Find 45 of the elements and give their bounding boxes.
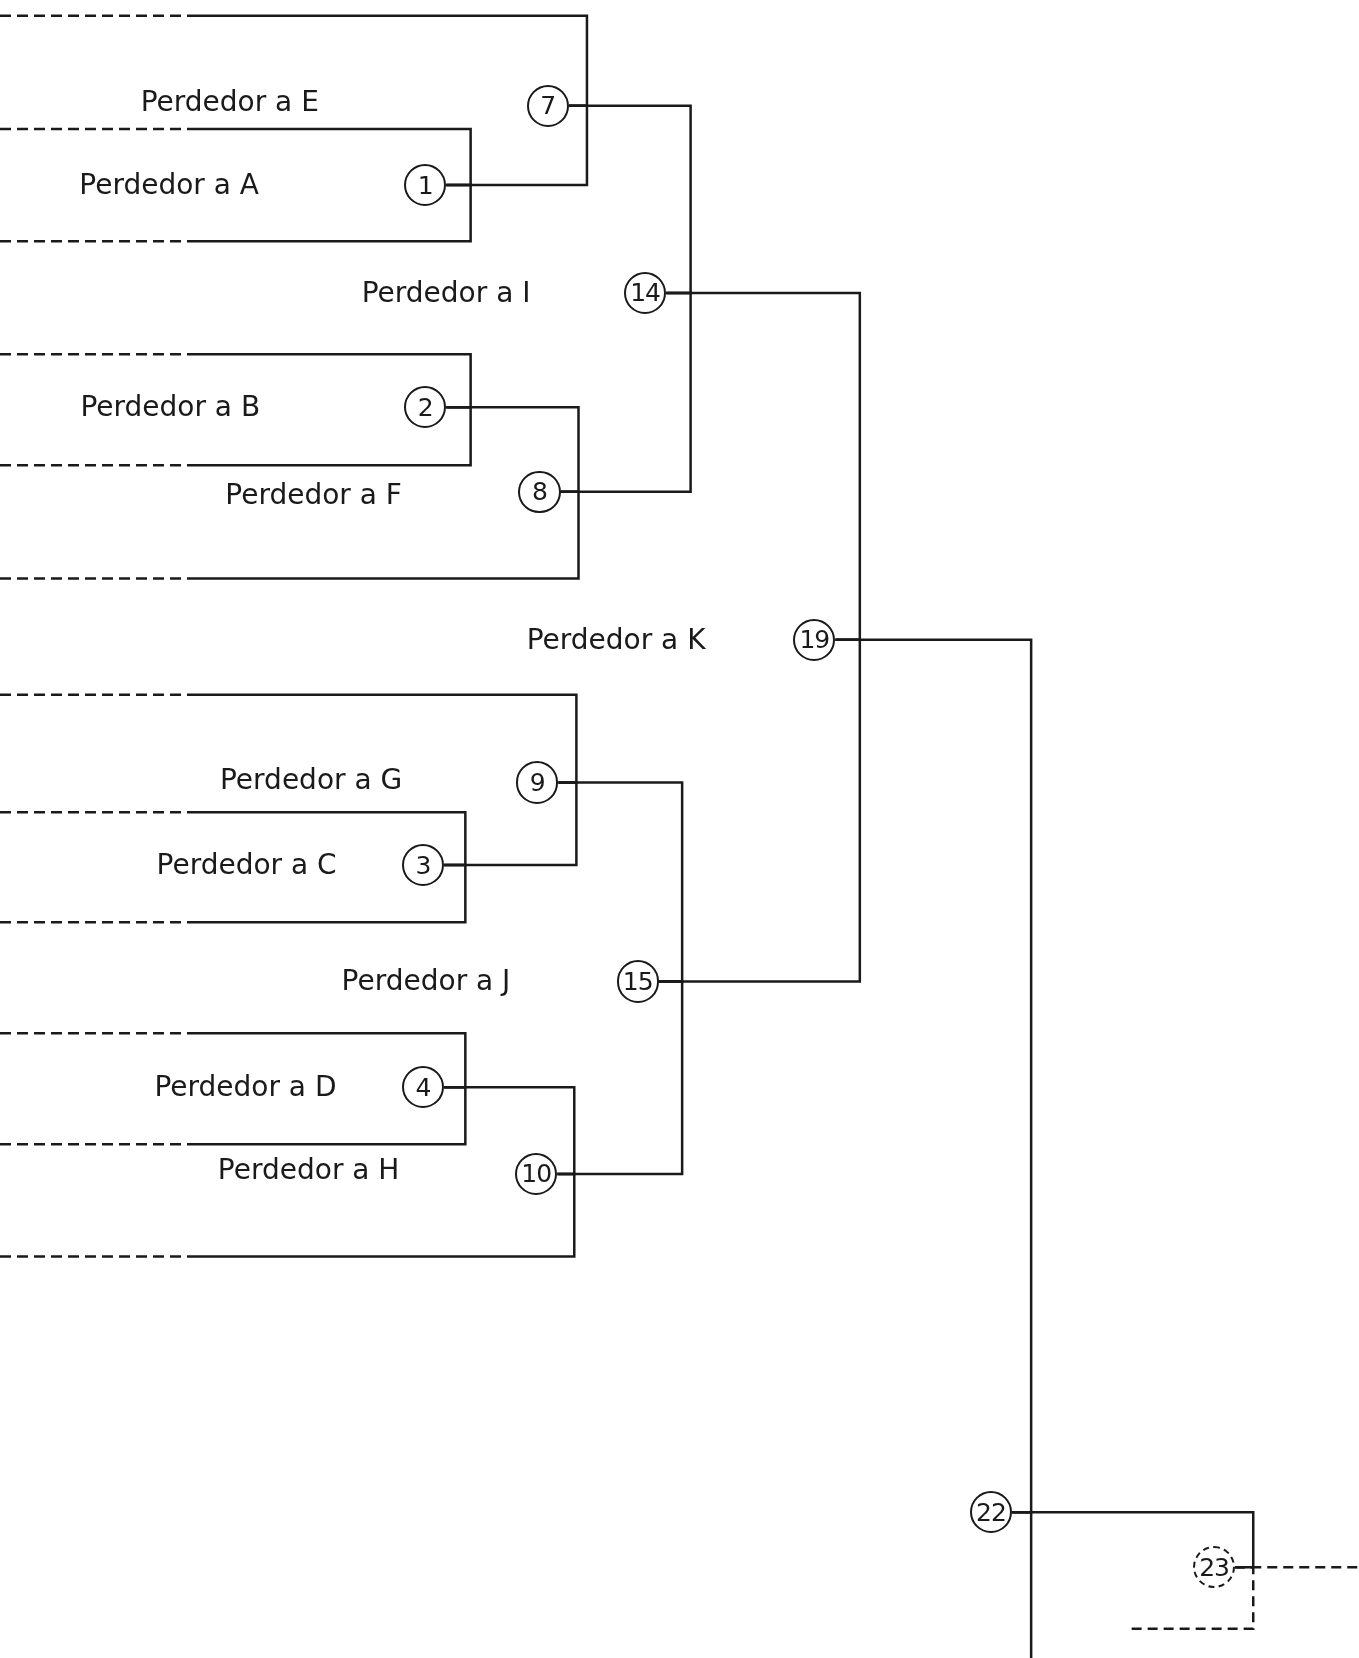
match-number: 9 [516, 761, 559, 804]
bracket-line [666, 291, 862, 642]
loser-label: Perdedor a D [154, 1070, 337, 1105]
match-number: 10 [515, 1152, 558, 1196]
bracket-line [444, 1085, 576, 1176]
bracket-line [0, 405, 472, 467]
bracket-line [558, 781, 684, 983]
loser-label: Perdedor a J [341, 964, 511, 999]
bracket-line [0, 490, 580, 580]
match-number: 19 [793, 618, 836, 661]
match-number: 15 [616, 960, 659, 1003]
loser-label: Perdedor a C [156, 848, 337, 883]
loser-label: Perdedor a F [225, 477, 402, 512]
match-number: 3 [401, 843, 445, 887]
bracket-line [0, 693, 578, 784]
loser-label: Perdedor a G [219, 763, 403, 798]
match-number: 14 [623, 271, 667, 315]
bracket-line [0, 14, 589, 107]
match-number: 1 [404, 163, 447, 207]
bracket-line [835, 638, 1033, 1514]
bracket-line [1131, 1566, 1255, 1630]
bracket-line [0, 811, 467, 867]
bracket-line [0, 1032, 467, 1089]
match-number: 22 [969, 1491, 1013, 1534]
loser-label: Perdedor a K [526, 622, 706, 657]
bracket-line [0, 353, 472, 409]
match-number: 2 [404, 386, 447, 429]
loser-label: Perdedor a I [361, 275, 531, 310]
bracket-line [0, 1085, 467, 1146]
loser-label: Perdedor a H [217, 1152, 400, 1187]
bracket-line [0, 127, 472, 187]
match-number: 4 [401, 1066, 445, 1109]
bracket-line [1012, 1511, 1255, 1569]
match-number: 7 [526, 84, 569, 127]
bracket-line [0, 1172, 576, 1258]
bracket-line [0, 863, 467, 924]
loser-label: Perdedor a E [140, 84, 319, 119]
bracket-line [1235, 1566, 1359, 1569]
match-number: 23 [1192, 1546, 1236, 1589]
loser-label: Perdedor a A [79, 168, 259, 203]
bracket-line [0, 183, 472, 243]
bracket-line [446, 405, 580, 494]
loser-label: Perdedor a B [80, 390, 261, 425]
bracket-line [569, 104, 692, 295]
match-number: 8 [518, 470, 561, 513]
